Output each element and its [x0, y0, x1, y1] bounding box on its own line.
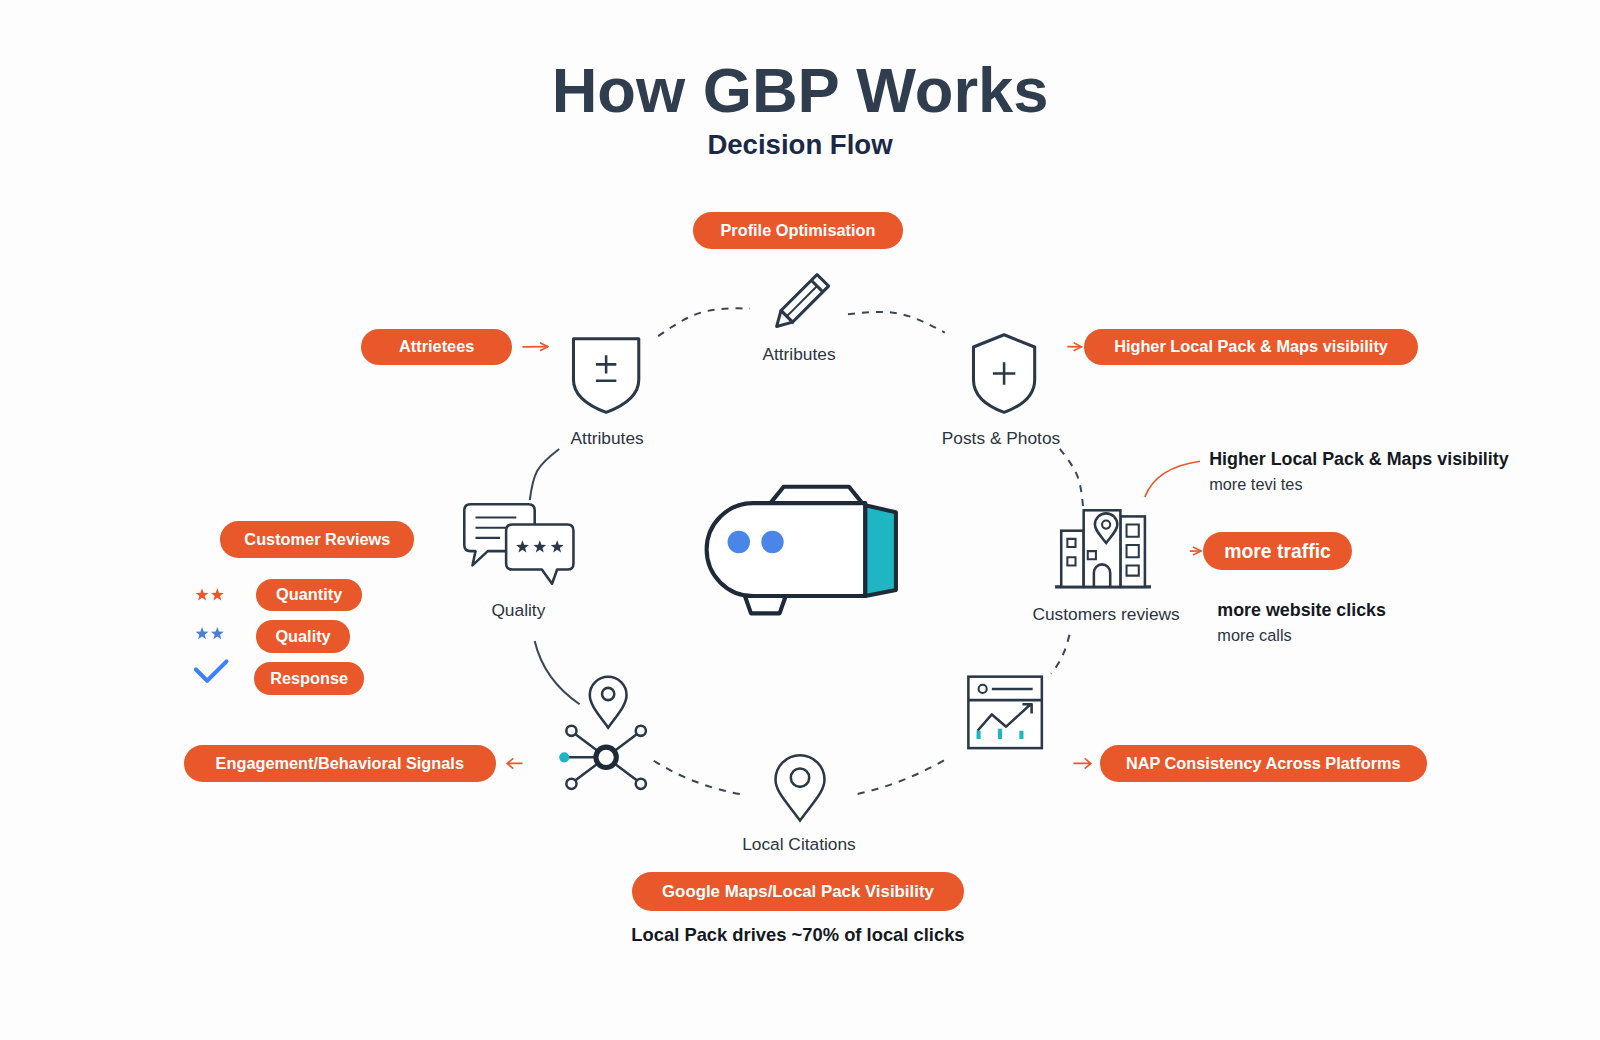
- capsule-eye: [728, 531, 750, 553]
- pin-dot: [602, 688, 614, 700]
- icon-node: Posts & Photos: [936, 333, 1067, 449]
- network-node: [566, 726, 576, 736]
- shield-icon: [973, 335, 1034, 413]
- plus-minus-symbol: [596, 355, 616, 381]
- ring-connector: [530, 449, 559, 500]
- rating-star: [533, 540, 546, 552]
- pencil-line: [787, 286, 817, 316]
- network-dot: [559, 752, 569, 762]
- pill-box: Attrietees: [361, 329, 512, 366]
- pill-box: Google Maps/Local Pack Visibility: [632, 872, 965, 911]
- rating-star: [211, 588, 224, 600]
- node-text: Attributes: [556, 428, 658, 449]
- check-mark: [196, 661, 227, 680]
- network-spokes: [564, 733, 638, 782]
- rating-star: [516, 540, 529, 552]
- location-pin: [776, 755, 825, 820]
- ring-connector: [1060, 449, 1083, 506]
- node-text: Customers reviews: [1023, 604, 1188, 625]
- ring-segment: [1051, 635, 1069, 674]
- network-node: [636, 779, 646, 789]
- trend-line: [978, 704, 1032, 731]
- location-pin: [590, 677, 627, 728]
- node-text: Posts & Photos: [936, 428, 1067, 449]
- pointer-arrow: [1073, 758, 1090, 768]
- pointer-arrow: [507, 758, 522, 768]
- icon-node: Attributes: [556, 333, 658, 449]
- icon-node: Customers reviews: [1023, 506, 1188, 624]
- node-text: Quantity: [276, 585, 342, 604]
- annotation-label: Decision Flow: [707, 129, 892, 161]
- ring-segment: [535, 641, 580, 704]
- ring-connector: [848, 312, 945, 333]
- pill-box: Quantity: [256, 579, 362, 612]
- flow-arrow: [1190, 550, 1201, 552]
- ring-segment: [857, 760, 944, 794]
- node-text: Attrietees: [399, 337, 474, 356]
- icon-node: Local Citations: [733, 753, 866, 855]
- capsule-eye: [761, 531, 783, 553]
- capsule-end: [865, 505, 896, 596]
- pill-box: Profile Optimisation: [693, 212, 903, 249]
- pill-box: NAP Consistency Across Platforms: [1100, 745, 1427, 782]
- annotation-label: more calls: [1217, 625, 1291, 644]
- pill-box: Higher Local Pack & Maps visibility: [1084, 329, 1419, 366]
- pill-box: Customer Reviews: [220, 521, 414, 558]
- node-text: Customer Reviews: [244, 530, 390, 549]
- rating-star: [196, 588, 209, 600]
- capsule-top: [770, 487, 862, 503]
- shield-icon: [573, 339, 638, 412]
- pencil-icon: [771, 275, 829, 333]
- network-node: [566, 779, 576, 789]
- chart-icon: [968, 677, 1041, 748]
- node-text: Local Citations: [733, 834, 866, 855]
- icon-node: Attributes: [750, 267, 848, 365]
- building-main: [1084, 510, 1121, 587]
- annotation-label: more tevi tes: [1209, 474, 1302, 493]
- diagram-title: How GBP Works: [552, 54, 1049, 126]
- pill-box: more traffic: [1203, 532, 1352, 571]
- pill-box: Engagement/Behavioral Signals: [184, 745, 496, 782]
- pill-box: Quality: [256, 620, 350, 653]
- pin-dot: [791, 769, 809, 787]
- ring-segment: [653, 760, 740, 794]
- capsule-body: [707, 503, 866, 596]
- chat-bubble: [506, 525, 573, 584]
- node-text: Quality: [461, 600, 575, 621]
- node-text: Google Maps/Local Pack Visibility: [662, 882, 934, 902]
- node-text: Quality: [275, 627, 330, 646]
- network-node: [636, 726, 646, 736]
- node-text: Profile Optimisation: [720, 221, 875, 240]
- node-text: more traffic: [1224, 540, 1331, 563]
- rating-star: [211, 627, 224, 639]
- capsule-tab: [745, 596, 786, 613]
- network-hub: [596, 747, 616, 767]
- node-text: NAP Consistency Across Platforms: [1126, 754, 1401, 773]
- flow-arrow: [522, 346, 548, 348]
- annotation-label: Local Pack drives ~70% of local clicks: [631, 924, 964, 946]
- location-pin: [1095, 513, 1117, 543]
- ring-connector: [658, 308, 750, 336]
- node-text: Higher Local Pack & Maps visibility: [1114, 337, 1388, 356]
- leader-line: [1145, 461, 1200, 497]
- chart-dot: [979, 685, 987, 693]
- building-door: [1094, 564, 1110, 586]
- pill-box: Response: [254, 662, 364, 695]
- plus-symbol: [993, 362, 1015, 384]
- chart-bars: [977, 729, 1024, 739]
- node-text: Attributes: [750, 344, 848, 365]
- rating-star: [196, 627, 209, 639]
- rating-star: [551, 540, 564, 552]
- annotation-label: more website clicks: [1217, 600, 1386, 621]
- flow-arrow: [1067, 346, 1081, 348]
- annotation-label: Higher Local Pack & Maps visibility: [1209, 449, 1508, 470]
- pencil-body: [781, 275, 829, 323]
- pin-dot: [1102, 521, 1110, 529]
- node-text: Response: [270, 669, 348, 688]
- icon-node: Quality: [461, 500, 575, 620]
- node-text: Engagement/Behavioral Signals: [216, 754, 464, 773]
